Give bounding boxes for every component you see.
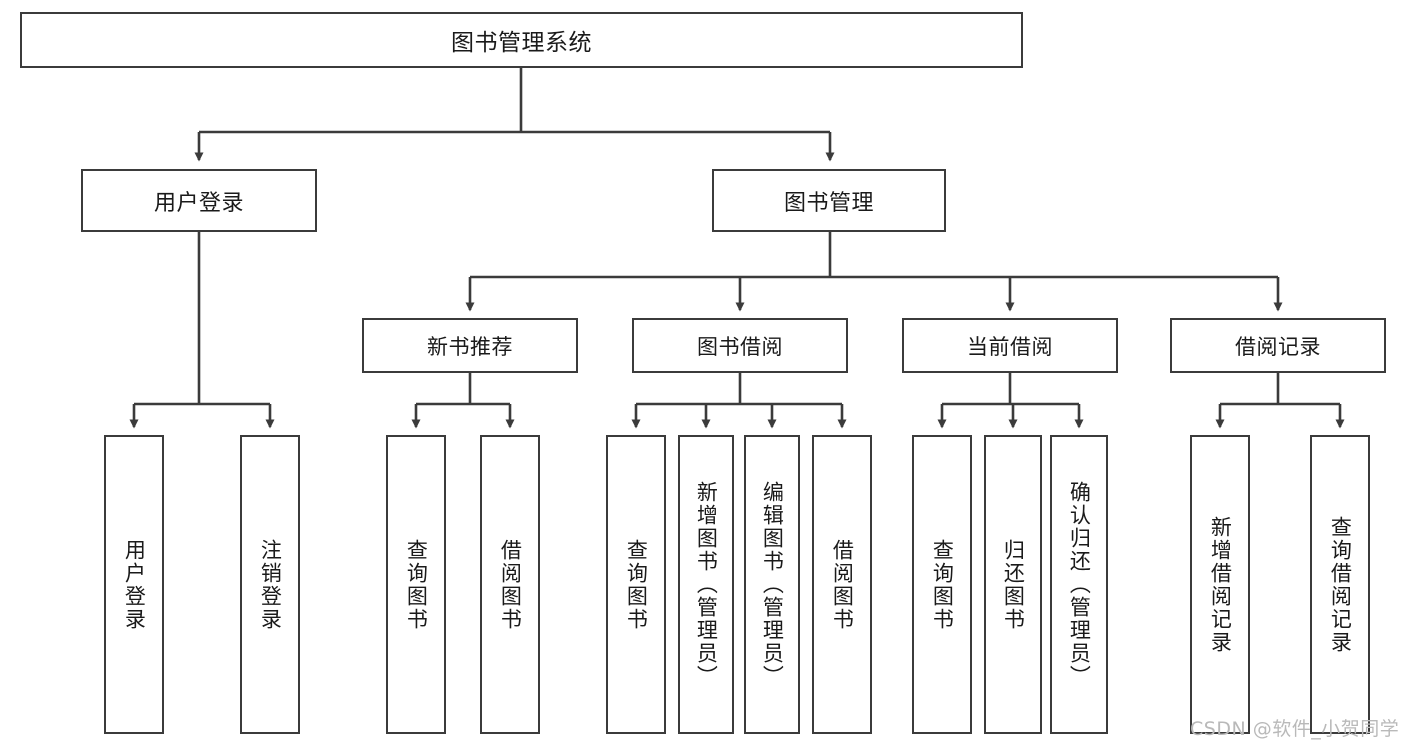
edges-userlogin-to-leaves (129, 232, 275, 429)
node-leaf-add-record-label: 新增借阅记录 (1208, 515, 1233, 654)
node-leaf-return-book-label: 归还图书 (1001, 538, 1026, 631)
edges-currentborrow-to-leaves (937, 373, 1084, 429)
node-leaf-borrow-book-1-label: 借阅图书 (498, 538, 523, 631)
node-leaf-borrow-book-2[interactable]: 借阅图书 (812, 435, 872, 734)
node-leaf-user-login[interactable]: 用户登录 (104, 435, 164, 734)
node-root-label: 图书管理系统 (451, 30, 592, 56)
node-leaf-query-book-1-label: 查询图书 (404, 538, 429, 631)
node-book-borrow[interactable]: 图书借阅 (632, 318, 848, 373)
node-leaf-user-logout[interactable]: 注销登录 (240, 435, 300, 734)
node-leaf-borrow-book-1[interactable]: 借阅图书 (480, 435, 540, 734)
edges-root-to-level1 (194, 68, 835, 162)
node-new-book-recommend-label: 新书推荐 (427, 334, 513, 359)
node-new-book-recommend[interactable]: 新书推荐 (362, 318, 578, 373)
node-leaf-query-book-2-label: 查询图书 (624, 538, 649, 631)
edges-bookmanage-to-level2 (465, 232, 1283, 312)
node-leaf-query-book-1[interactable]: 查询图书 (386, 435, 446, 734)
node-leaf-add-record[interactable]: 新增借阅记录 (1190, 435, 1250, 734)
node-leaf-query-book-2[interactable]: 查询图书 (606, 435, 666, 734)
node-root-system[interactable]: 图书管理系统 (20, 12, 1023, 68)
node-leaf-confirm-return-label: 确认归还（管理员） (1067, 481, 1092, 688)
node-current-borrow[interactable]: 当前借阅 (902, 318, 1118, 373)
node-borrow-record-label: 借阅记录 (1235, 334, 1321, 359)
node-leaf-add-book-label: 新增图书（管理员） (694, 481, 719, 688)
node-user-login-label: 用户登录 (153, 190, 244, 216)
csdn-watermark: CSDN @软件_小贺同学 (1190, 718, 1400, 740)
node-leaf-query-record-label: 查询借阅记录 (1328, 515, 1353, 654)
edges-newbook-to-leaves (411, 373, 515, 429)
node-user-login[interactable]: 用户登录 (81, 169, 317, 232)
node-leaf-query-book-3-label: 查询图书 (930, 538, 955, 631)
node-leaf-edit-book-label: 编辑图书（管理员） (760, 481, 785, 688)
node-leaf-query-book-3[interactable]: 查询图书 (912, 435, 972, 734)
node-book-manage[interactable]: 图书管理 (712, 169, 946, 232)
node-leaf-query-record[interactable]: 查询借阅记录 (1310, 435, 1370, 734)
edges-bookborrow-to-leaves (631, 373, 847, 429)
node-borrow-record[interactable]: 借阅记录 (1170, 318, 1386, 373)
node-book-borrow-label: 图书借阅 (697, 334, 783, 359)
node-leaf-user-logout-label: 注销登录 (258, 538, 283, 631)
node-leaf-return-book[interactable]: 归还图书 (984, 435, 1042, 734)
node-leaf-borrow-book-2-label: 借阅图书 (830, 538, 855, 631)
node-leaf-confirm-return[interactable]: 确认归还（管理员） (1050, 435, 1108, 734)
edges-borrowrecord-to-leaves (1215, 373, 1345, 429)
node-leaf-user-login-label: 用户登录 (122, 538, 147, 631)
node-book-manage-label: 图书管理 (783, 190, 874, 216)
node-current-borrow-label: 当前借阅 (967, 334, 1053, 359)
node-leaf-edit-book[interactable]: 编辑图书（管理员） (744, 435, 800, 734)
node-leaf-add-book[interactable]: 新增图书（管理员） (678, 435, 734, 734)
